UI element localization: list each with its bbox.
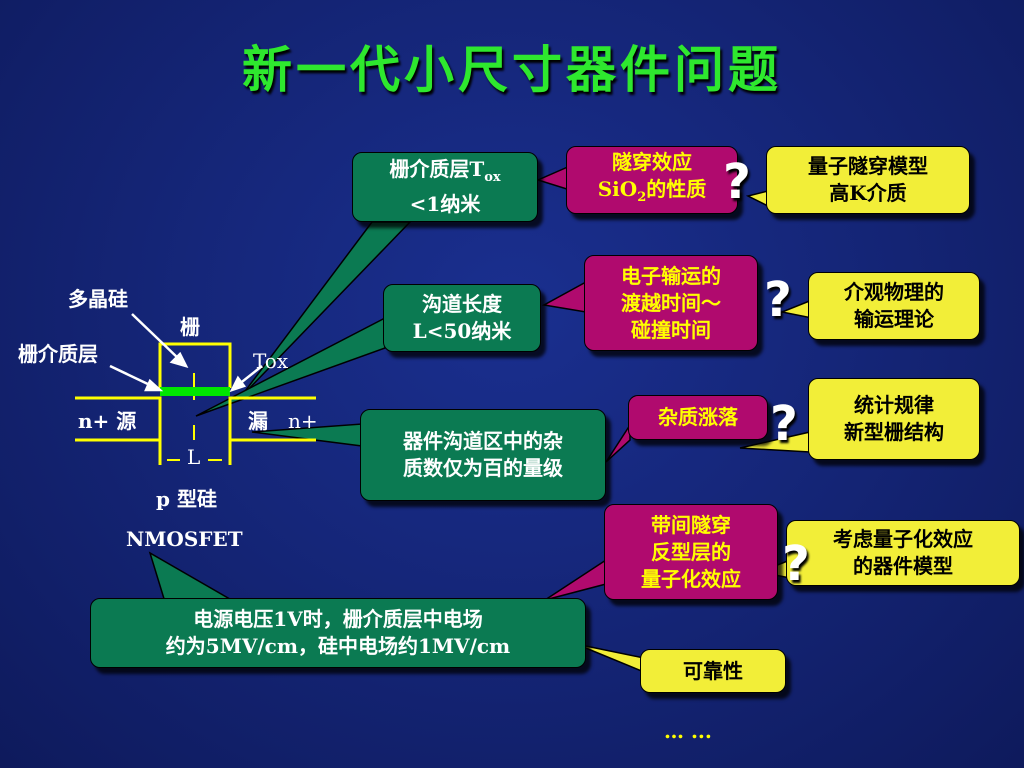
source-label: n+ 源 xyxy=(78,409,137,433)
mesoscopic-box: 介观物理的 输运理论 xyxy=(808,272,980,340)
callout-tail-transport xyxy=(541,280,587,313)
dopant-box: 器件沟道区中的杂 质数仅为百的量级 xyxy=(360,409,606,501)
quantum-model-box-line2: 高K介质 xyxy=(829,181,907,205)
fluctuation-box: 杂质涨落 xyxy=(628,395,768,440)
quantization-box-line1: 考虑量子化效应 xyxy=(833,527,973,551)
tunnel-box-subscript: 2 xyxy=(637,190,647,205)
question-mark-1: ? xyxy=(723,154,751,210)
reliability-box-text: 可靠性 xyxy=(683,658,743,683)
callout-tail-band xyxy=(544,558,607,601)
question-mark-4: ? xyxy=(782,536,810,592)
reliability-box: 可靠性 xyxy=(640,649,786,693)
statistical-box-line2: 新型栅结构 xyxy=(844,420,944,444)
question-mark-2: ? xyxy=(764,272,792,328)
gate-dielectric-box-subscript: ox xyxy=(484,170,501,185)
drain-n-plus-label: n+ xyxy=(288,409,318,433)
mosfet-structure xyxy=(75,342,316,465)
question-mark-3: ? xyxy=(770,396,798,452)
channel-length-box: 沟道长度 L<50纳米 xyxy=(383,284,541,352)
fluctuation-box-text: 杂质涨落 xyxy=(658,405,738,429)
band-tunnel-box-line2: 反型层的 xyxy=(651,539,731,564)
gate-dielectric-box: 栅介质层Tox <1纳米 xyxy=(352,152,538,222)
mesoscopic-box-line2: 输运理论 xyxy=(854,307,934,331)
callout-tail-voltage xyxy=(148,551,238,603)
band-tunnel-box-line1: 带间隧穿 xyxy=(651,512,731,537)
dopant-box-line2: 质数仅为百的量级 xyxy=(403,456,563,480)
band-tunnel-box: 带间隧穿 反型层的 量子化效应 xyxy=(604,504,778,600)
quantization-box: 考虑量子化效应 的器件模型 xyxy=(786,520,1020,586)
tunnel-box-line1: 隧穿效应 xyxy=(611,150,692,174)
poly-si-label: 多晶硅 xyxy=(68,287,128,311)
transport-box: 电子输运的 渡越时间～ 碰撞时间 xyxy=(584,255,758,351)
gate-label: 栅 xyxy=(180,315,200,339)
mesoscopic-box-line1: 介观物理的 xyxy=(844,280,944,304)
quantum-model-box-line1: 量子隧穿模型 xyxy=(808,154,928,178)
gate-dielectric-box-line1: 栅介质层T xyxy=(389,157,485,181)
gate-dielectric-label: 栅介质层 xyxy=(18,342,98,366)
statistical-box: 统计规律 新型栅结构 xyxy=(808,378,980,460)
tunnel-box: 隧穿效应 SiO2的性质 xyxy=(566,146,738,214)
gate-dielectric-layer xyxy=(160,387,230,396)
slide-title: 新一代小尺寸器件问题 xyxy=(242,40,782,99)
statistical-box-line1: 统计规律 xyxy=(854,393,934,417)
callout-tail-gate-dielectric xyxy=(239,221,412,399)
gate-dielectric-box-line2: <1纳米 xyxy=(409,192,481,216)
ellipsis: … ... xyxy=(664,719,712,743)
source-outline xyxy=(75,396,162,465)
callout-tail-fluctuation xyxy=(605,422,631,463)
quantization-box-line2: 的器件模型 xyxy=(853,554,953,578)
gate-outline xyxy=(158,342,232,388)
p-si-label: p 型硅 xyxy=(156,487,217,511)
transport-box-line2: 渡越时间～ xyxy=(621,290,721,315)
tunnel-box-property: 的性质 xyxy=(646,177,707,201)
annotation-arrows xyxy=(109,313,263,393)
drain-outline xyxy=(228,396,316,465)
tox-label: Tox xyxy=(253,349,289,373)
tunnel-box-sio: SiO xyxy=(597,177,638,201)
voltage-box-line2: 约为5MV/cm，硅中电场约1MV/cm xyxy=(165,634,511,658)
transport-box-line1: 电子输运的 xyxy=(621,263,721,288)
transport-box-line3: 碰撞时间 xyxy=(631,317,711,342)
length-label: L xyxy=(187,445,201,469)
dopant-box-line1: 器件沟道区中的杂 xyxy=(403,429,563,453)
quantum-model-box: 量子隧穿模型 高K介质 xyxy=(766,146,970,214)
voltage-box: 电源电压1V时，栅介质层中电场 约为5MV/cm，硅中电场约1MV/cm xyxy=(90,598,586,668)
channel-length-box-line2: L<50纳米 xyxy=(412,319,512,343)
channel-length-box-line1: 沟道长度 xyxy=(422,292,502,316)
callout-tail-reliability xyxy=(575,643,645,674)
band-tunnel-box-line3: 量子化效应 xyxy=(641,566,741,591)
device-label: NMOSFET xyxy=(126,527,243,551)
voltage-box-line1: 电源电压1V时，栅介质层中电场 xyxy=(193,607,483,631)
drain-label: 漏 xyxy=(248,409,268,433)
